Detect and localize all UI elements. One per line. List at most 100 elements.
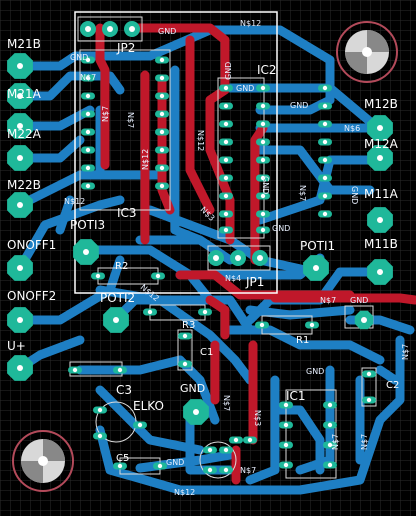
connector-pad-right[interactable] xyxy=(367,145,393,171)
connector-pad-left[interactable] xyxy=(7,355,33,381)
ic1-pad[interactable] xyxy=(279,441,293,449)
poti1-pad[interactable] xyxy=(303,255,329,281)
ic3-pad[interactable] xyxy=(81,74,95,82)
ic1-pad[interactable] xyxy=(323,441,337,449)
net-label: N$7 xyxy=(331,434,340,450)
ic3-pad[interactable] xyxy=(81,164,95,172)
component-pad[interactable] xyxy=(68,366,82,374)
ic1-pad[interactable] xyxy=(323,421,337,429)
jp2-header[interactable] xyxy=(80,21,140,37)
component-pad[interactable] xyxy=(203,466,217,474)
component-pad[interactable] xyxy=(151,272,165,280)
ic2-pad[interactable] xyxy=(256,226,270,234)
ic1-pad[interactable] xyxy=(323,461,337,469)
ic3-pad[interactable] xyxy=(155,164,169,172)
label-m12a: M12A xyxy=(364,137,399,151)
ic1-pad[interactable] xyxy=(279,461,293,469)
component-pad[interactable] xyxy=(93,406,107,414)
ic-pad[interactable] xyxy=(318,156,332,164)
ic3-pad[interactable] xyxy=(155,56,169,64)
net-label: N$6 xyxy=(344,124,360,133)
connector-pad-left[interactable] xyxy=(7,307,33,333)
component-pad[interactable] xyxy=(133,421,147,429)
component-pad[interactable] xyxy=(178,360,192,368)
ic3-pad[interactable] xyxy=(81,128,95,136)
ic-pad[interactable] xyxy=(318,192,332,200)
component-pad[interactable] xyxy=(305,321,319,329)
ic2-pad[interactable] xyxy=(219,210,233,218)
connector-pad-left[interactable] xyxy=(7,83,33,109)
component-pad[interactable] xyxy=(91,272,105,280)
component-pad[interactable] xyxy=(198,308,212,316)
ic3-pad[interactable] xyxy=(81,110,95,118)
ic2-pad[interactable] xyxy=(219,192,233,200)
component-pad[interactable] xyxy=(243,436,257,444)
label-m22a: M22A xyxy=(7,127,42,141)
connector-pad-right[interactable] xyxy=(367,115,393,141)
ic3-pad[interactable] xyxy=(81,56,95,64)
ic2-pad[interactable] xyxy=(256,84,270,92)
connector-pad-left[interactable] xyxy=(7,145,33,171)
component-pad[interactable] xyxy=(153,462,167,470)
connector-pad-right[interactable] xyxy=(367,259,393,285)
labels: M21B M21A M22A M22B ONOFF1 ONOFF2 U+ M12… xyxy=(7,19,410,497)
component-pad[interactable] xyxy=(113,462,127,470)
connector-pad-right[interactable] xyxy=(367,207,393,233)
ic-pad[interactable] xyxy=(318,120,332,128)
ic3-pad[interactable] xyxy=(155,92,169,100)
ic3-pad[interactable] xyxy=(155,110,169,118)
gnd-pad[interactable] xyxy=(183,399,209,425)
ic2-pad[interactable] xyxy=(256,210,270,218)
component-pad[interactable] xyxy=(255,321,269,329)
component-pad[interactable] xyxy=(219,446,233,454)
ic-pad[interactable] xyxy=(318,138,332,146)
ic2-pad[interactable] xyxy=(219,84,233,92)
ic2-pad[interactable] xyxy=(256,156,270,164)
poti3-pad[interactable] xyxy=(73,239,99,265)
ic-pad[interactable] xyxy=(318,174,332,182)
mounting-hole-top-right xyxy=(336,21,398,83)
selection-frame[interactable] xyxy=(74,11,278,294)
ic2-pad[interactable] xyxy=(219,174,233,182)
ic-pad[interactable] xyxy=(318,210,332,218)
ic2-pad[interactable] xyxy=(219,138,233,146)
connector-pad-left[interactable] xyxy=(7,53,33,79)
ic2-pad[interactable] xyxy=(256,102,270,110)
ic1-pad[interactable] xyxy=(279,421,293,429)
ic3-pad[interactable] xyxy=(155,128,169,136)
poti2-pad[interactable] xyxy=(103,307,129,333)
component-pad[interactable] xyxy=(93,432,107,440)
component-pad[interactable] xyxy=(229,436,243,444)
ic3-pad[interactable] xyxy=(155,146,169,154)
ic-pad[interactable] xyxy=(318,102,332,110)
ic3-pad[interactable] xyxy=(81,92,95,100)
ic2-pad[interactable] xyxy=(256,120,270,128)
component-pad[interactable] xyxy=(143,308,157,316)
component-pad[interactable] xyxy=(219,466,233,474)
ic2-pad[interactable] xyxy=(256,138,270,146)
ic3-pad[interactable] xyxy=(81,146,95,154)
ic3-pad[interactable] xyxy=(155,74,169,82)
ic1-pad[interactable] xyxy=(323,401,337,409)
ic2-pad[interactable] xyxy=(219,120,233,128)
net-label: GND xyxy=(261,176,270,194)
ic2-pad[interactable] xyxy=(219,226,233,234)
connector-pad-left[interactable] xyxy=(7,255,33,281)
connector-pad-left[interactable] xyxy=(7,113,33,139)
component-pad[interactable] xyxy=(362,370,376,378)
ic2-pad[interactable] xyxy=(219,156,233,164)
component-pad[interactable] xyxy=(178,332,192,340)
ic2-pad[interactable] xyxy=(256,174,270,182)
c4-pad[interactable] xyxy=(354,310,374,330)
ic3-pad[interactable] xyxy=(81,182,95,190)
ic-pad[interactable] xyxy=(318,84,332,92)
component-pad[interactable] xyxy=(362,396,376,404)
component-pad[interactable] xyxy=(203,446,217,454)
ic3-pad[interactable] xyxy=(155,182,169,190)
ic1-pad[interactable] xyxy=(279,401,293,409)
ic2-pad[interactable] xyxy=(219,102,233,110)
component-pad[interactable] xyxy=(113,366,127,374)
connector-pad-left[interactable] xyxy=(7,192,33,218)
ic2-pad[interactable] xyxy=(256,192,270,200)
jp1-header[interactable] xyxy=(208,250,268,266)
